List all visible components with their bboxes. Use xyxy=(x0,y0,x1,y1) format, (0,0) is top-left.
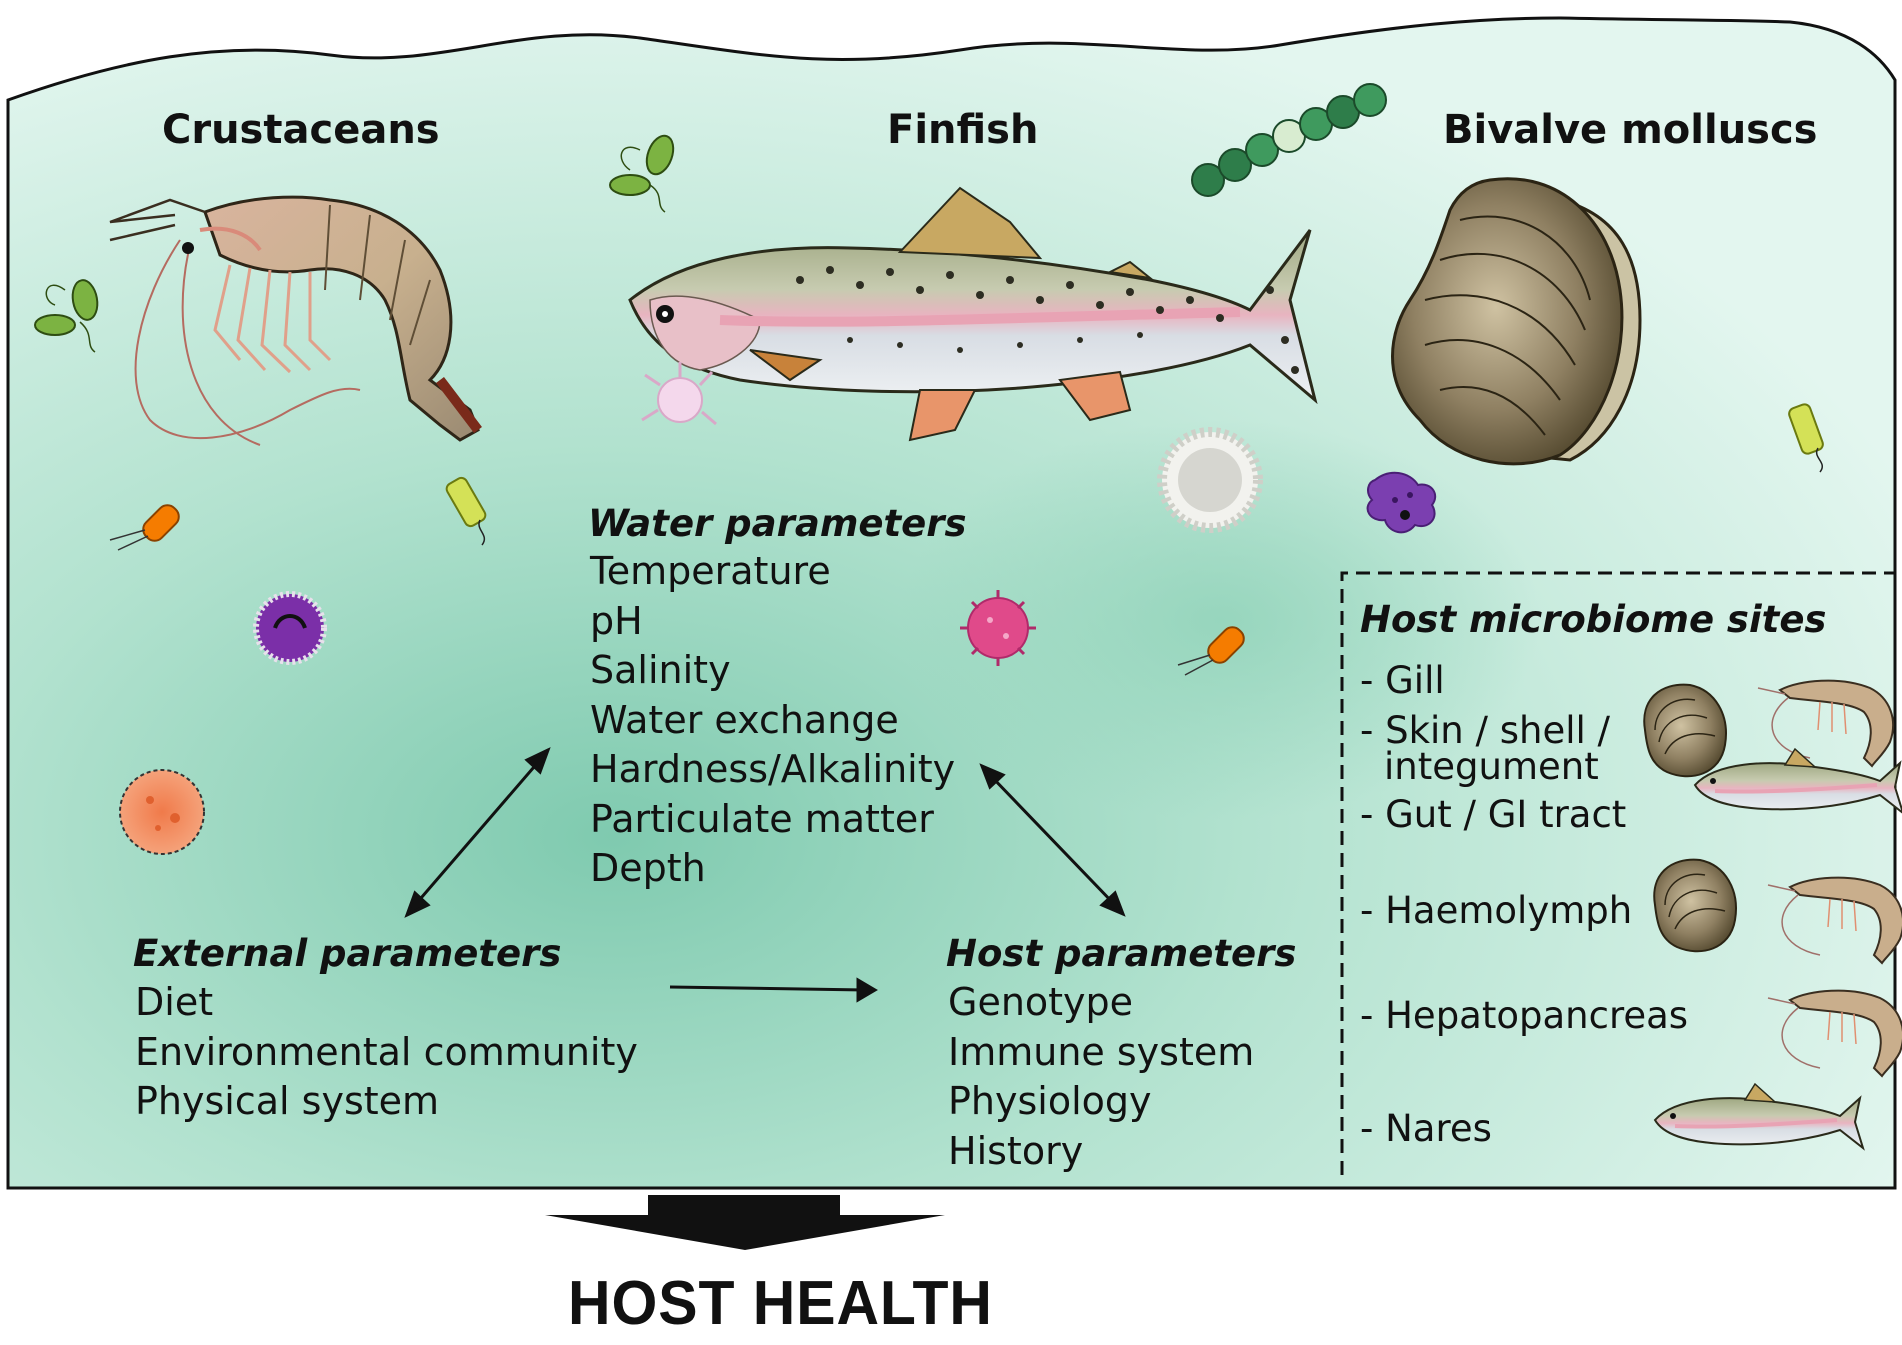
trout-icon xyxy=(628,186,1318,442)
heading-bivalves: Bivalve molluscs xyxy=(1443,107,1818,153)
site-gut: - Gut / GI tract xyxy=(1360,793,1627,836)
list-item: Genotype xyxy=(948,980,1134,1024)
bacterium-icon xyxy=(109,504,180,551)
list-item: Salinity xyxy=(590,648,731,692)
water-parameters-title: Water parameters xyxy=(588,502,967,545)
cyanobacteria-chain-icon xyxy=(1191,83,1387,197)
list-item: Depth xyxy=(590,846,706,890)
arrow-external-host xyxy=(669,977,878,1003)
bacterium-icon xyxy=(609,134,675,213)
phage-cell-icon xyxy=(253,591,327,665)
amoeba-icon xyxy=(1366,471,1437,534)
bacterium-icon xyxy=(34,279,99,353)
oyster-icon xyxy=(1653,858,1737,953)
arrow-water-external xyxy=(404,747,551,918)
list-item: Hardness/Alkalinity xyxy=(590,747,956,791)
microbiome-sites-title: Host microbiome sites xyxy=(1360,598,1827,641)
site-skin-cont: integument xyxy=(1384,745,1599,788)
heading-crustaceans: Crustaceans xyxy=(162,107,440,153)
list-item: Particulate matter xyxy=(590,796,934,841)
shrimp-icon xyxy=(109,195,482,446)
oyster-icon xyxy=(1643,683,1727,778)
list-item: Temperature xyxy=(590,549,831,593)
site-haemolymph: - Haemolymph xyxy=(1360,889,1633,932)
heading-finfish: Finfish xyxy=(887,107,1039,153)
site-nares: - Nares xyxy=(1360,1107,1492,1150)
oyster-icon xyxy=(1391,177,1642,466)
list-item: Water exchange xyxy=(590,697,899,742)
list-item: Physiology xyxy=(948,1079,1152,1123)
host-health-label: HOST HEALTH xyxy=(568,1269,993,1338)
arrow-water-host xyxy=(979,763,1126,917)
host-health-arrow xyxy=(545,1195,945,1250)
list-item: Immune system xyxy=(948,1029,1255,1074)
list-item: Physical system xyxy=(135,1079,440,1123)
external-parameters-title: External parameters xyxy=(133,932,562,975)
virus-icon xyxy=(960,590,1036,666)
list-item: History xyxy=(948,1128,1084,1173)
host-parameters-list: Genotype Immune system Physiology Histor… xyxy=(948,978,1254,1176)
bacterium-icon xyxy=(1177,626,1245,676)
water-parameters-list: Temperature pH Salinity Water exchange H… xyxy=(590,547,955,894)
bacterium-icon xyxy=(445,476,487,546)
external-parameters-list: Diet Environmental community Physical sy… xyxy=(135,978,638,1127)
site-hepatopancreas: - Hepatopancreas xyxy=(1360,994,1689,1037)
list-item: Environmental community xyxy=(135,1029,638,1074)
host-parameters-title: Host parameters xyxy=(946,932,1297,975)
microbiome-sites-box xyxy=(1340,571,1895,1175)
copepod-icon xyxy=(641,362,717,426)
site-skin: - Skin / shell / xyxy=(1360,709,1611,752)
list-item: pH xyxy=(590,598,643,643)
diatom-icon xyxy=(1157,427,1263,533)
protist-cell-icon xyxy=(119,769,205,855)
bacterium-icon xyxy=(1788,403,1824,473)
site-gill: - Gill xyxy=(1360,659,1445,702)
list-item: Diet xyxy=(135,980,214,1024)
